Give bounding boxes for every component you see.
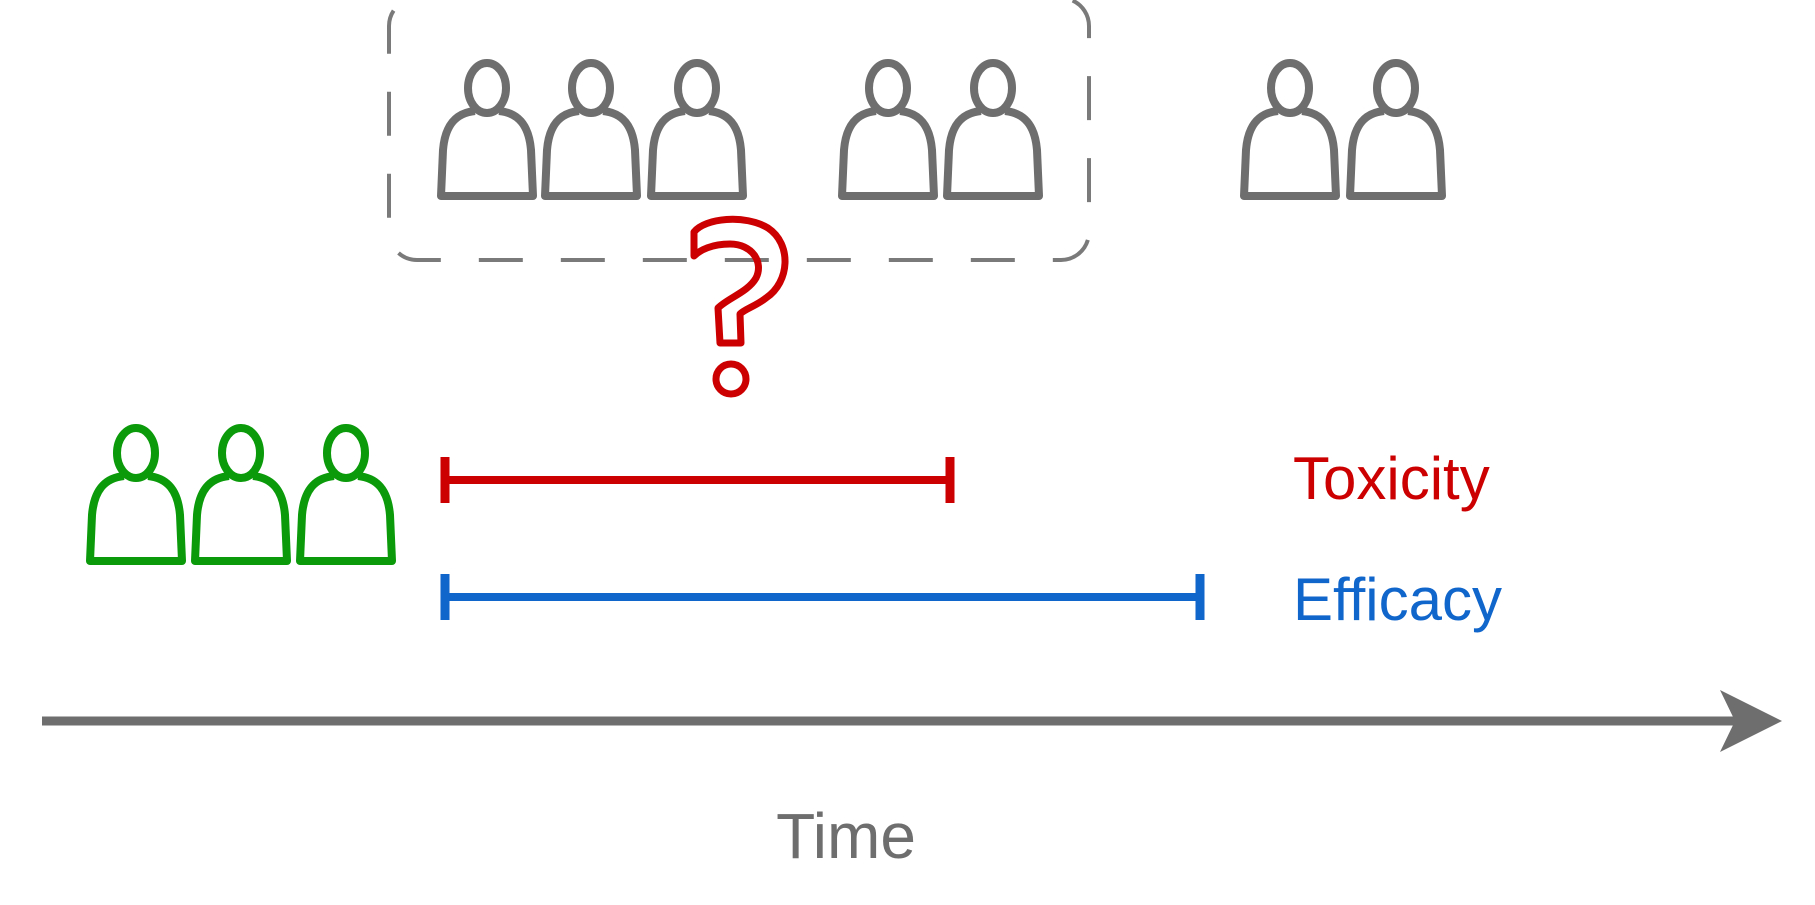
person-icon (1244, 63, 1336, 196)
efficacy-interval (440, 574, 1205, 620)
person-icon (545, 63, 637, 196)
gray-person-group-outside (1244, 63, 1442, 196)
person-icon (195, 428, 287, 561)
time-axis-label: Time (776, 800, 916, 872)
time-axis (42, 690, 1782, 752)
toxicity-interval (440, 457, 955, 503)
green-person-group (90, 428, 392, 561)
person-icon (300, 428, 392, 561)
person-icon (90, 428, 182, 561)
person-icon (947, 63, 1039, 196)
arrow-right-icon (1720, 690, 1782, 752)
question-mark-icon (690, 215, 789, 398)
dashed-group-box (387, 0, 1091, 262)
person-icon (842, 63, 934, 196)
toxicity-label: Toxicity (1293, 445, 1490, 512)
person-icon (651, 63, 743, 196)
gray-person-group-boxed (441, 63, 1039, 196)
person-icon (1350, 63, 1442, 196)
efficacy-label: Efficacy (1293, 566, 1502, 633)
person-icon (441, 63, 533, 196)
